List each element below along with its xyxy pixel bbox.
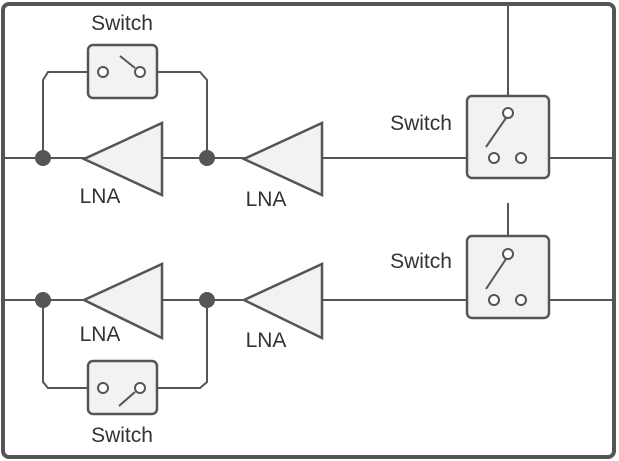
switch-terminal: [488, 152, 500, 164]
junction-node: [199, 292, 215, 308]
lna-label: LNA: [246, 329, 287, 352]
bottom-bypass-wire: [42, 300, 88, 389]
top-signal-path: Switch LNA LNA Switch: [4, 6, 614, 211]
junction-node: [35, 150, 51, 166]
junction-node: [199, 150, 215, 166]
switch-label: Switch: [91, 424, 153, 447]
switch-terminal: [97, 66, 109, 78]
top-bypass-wire: [42, 71, 88, 158]
switch-contact-arm: [485, 117, 507, 148]
lna-amplifier: [241, 121, 324, 197]
switch-terminal: [488, 294, 500, 306]
lna-amplifier: [241, 262, 324, 340]
switch-terminal: [502, 248, 514, 260]
switch-terminal: [97, 382, 109, 394]
bottom-antenna-switch: [465, 234, 551, 320]
bottom-bypass-wire-right: [157, 300, 208, 389]
switch-terminal: [134, 382, 146, 394]
switch-label: Switch: [390, 250, 452, 273]
lna-amplifier: [81, 262, 164, 340]
lna-label: LNA: [246, 188, 287, 211]
switch-contact-arm: [485, 258, 507, 290]
lna-label: LNA: [80, 185, 121, 208]
lna-label: LNA: [80, 323, 121, 346]
switch-terminal: [502, 107, 514, 119]
top-bypass-switch: [86, 43, 159, 100]
top-antenna-switch: [465, 94, 551, 180]
switch-contact-arm: [119, 55, 136, 69]
switch-contact-arm: [118, 391, 136, 407]
lna-amplifier: [81, 121, 164, 197]
switch-terminal: [515, 152, 527, 164]
bottom-signal-path: Switch LNA LNA Switch: [4, 203, 614, 447]
top-bypass-wire-right: [157, 71, 208, 158]
switch-label: Switch: [91, 12, 153, 35]
switch-terminal: [515, 294, 527, 306]
bottom-bypass-switch: [86, 359, 159, 416]
switch-terminal: [134, 66, 146, 78]
junction-node: [35, 292, 51, 308]
switch-label: Switch: [390, 112, 452, 135]
